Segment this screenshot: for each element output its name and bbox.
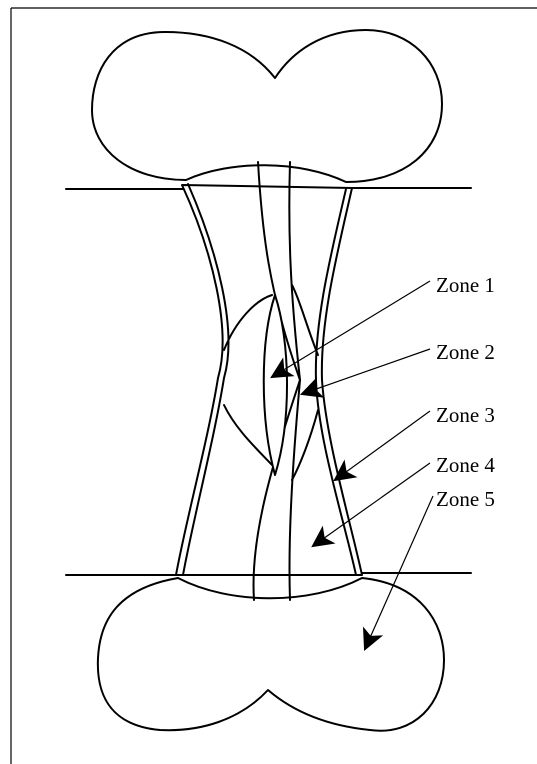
zone-3-label: Zone 3 xyxy=(436,403,495,427)
zone-3-arrow xyxy=(335,411,430,480)
zone-4-label: Zone 4 xyxy=(436,453,495,477)
lower-epiphysis xyxy=(98,578,444,731)
zone-2-label: Zone 2 xyxy=(436,340,495,364)
zone-5-label: Zone 5 xyxy=(436,487,495,511)
upper-epiphysis xyxy=(92,30,442,182)
zone-1-label: Zone 1 xyxy=(436,273,495,297)
